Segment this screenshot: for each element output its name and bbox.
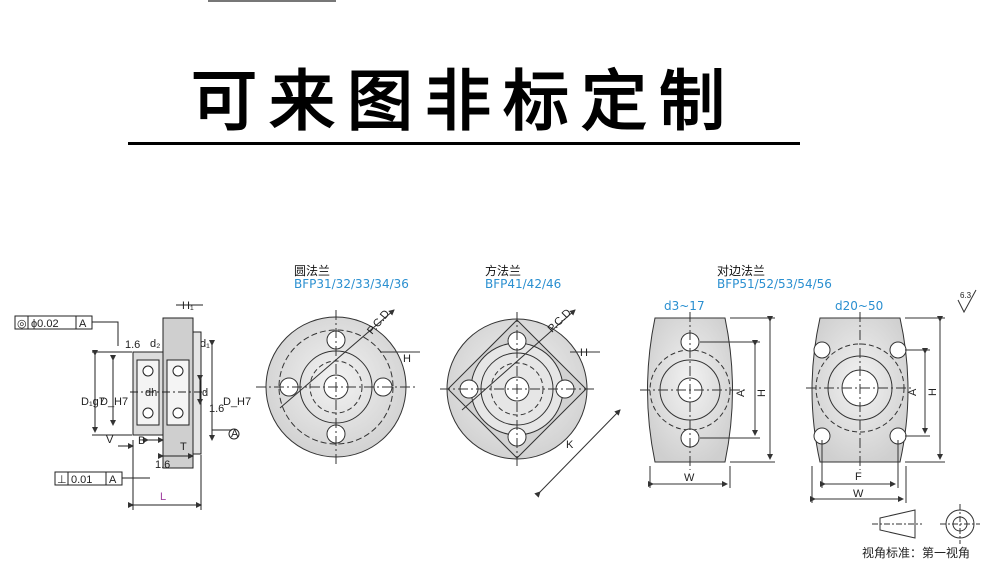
lbl-r1: 1.6 <box>125 339 140 351</box>
small-opposite-flange <box>640 312 775 488</box>
tol-bot-datum: A <box>109 474 117 486</box>
round-flange-title: 圆法兰 <box>294 264 331 278</box>
square-flange-title: 方法兰 <box>485 264 522 278</box>
roughness-symbol <box>957 289 977 314</box>
round-flange-view <box>256 309 420 465</box>
opposite-flange-title: 对边法兰 <box>717 264 766 278</box>
large-opposite-flange <box>806 312 945 503</box>
square-flange-view <box>440 309 621 498</box>
opposite-flange-models: BFP51/52/53/54/56 <box>717 277 832 291</box>
lbl-B: B <box>138 435 145 447</box>
square-k-label: K <box>566 439 574 451</box>
lbl-d: d <box>202 387 208 399</box>
large-range-label: d20~50 <box>835 299 884 313</box>
small-a-label: A <box>735 389 747 397</box>
lbl-L: L <box>160 491 166 503</box>
large-a-label: A <box>907 388 919 396</box>
lbl-d2: d₂ <box>150 338 160 350</box>
large-h-label: H <box>927 388 939 396</box>
lbl-datum-A: A <box>231 428 239 440</box>
round-flange-models: BFP31/32/33/34/36 <box>294 277 409 291</box>
top-edge-line <box>208 0 336 2</box>
small-w-label: W <box>684 472 695 484</box>
large-f-label: F <box>855 471 862 483</box>
side-view: ◎ ϕ0.02 A ⊥ 0.01 A <box>14 304 240 510</box>
banner: 可来图非标定制 <box>128 58 800 144</box>
tolerance-frame-bottom <box>54 471 150 486</box>
small-range-label: d3~17 <box>664 299 705 313</box>
square-pcd-label: P.C.D <box>546 307 574 335</box>
lbl-D1: D₁g7 <box>81 396 105 408</box>
lbl-d1: d₁ <box>200 338 210 350</box>
tol-bot-value: 0.01 <box>71 474 92 486</box>
tolerance-frame-top <box>14 315 119 346</box>
tol-top-symbol: ◎ <box>17 318 27 330</box>
lbl-r3: 1.6 <box>155 459 170 471</box>
tol-top-datum: A <box>79 318 87 330</box>
view-standard-caption: 视角标准：第一视角 <box>862 546 971 560</box>
round-h-label: H <box>403 353 411 365</box>
banner-title: 可来图非标定制 <box>191 62 737 140</box>
small-h-label: H <box>756 389 768 397</box>
lbl-V: V <box>106 434 114 446</box>
lbl-h1: H₁ <box>182 300 194 312</box>
square-h-label: H <box>580 347 588 359</box>
square-flange-models: BFP41/42/46 <box>485 277 562 291</box>
lbl-DH7: D_H7 <box>223 396 251 408</box>
large-w-label: W <box>853 488 864 500</box>
lbl-r2: 1.6 <box>209 403 224 415</box>
side-view-labels: H₁ d₂ d₁ D₁g7 D_H7 dh d D_H7 V B T L A 1… <box>81 300 251 503</box>
banner-underline <box>128 142 800 145</box>
tol-top-value: ϕ0.02 <box>31 318 59 330</box>
lbl-Dh: D_H7 <box>100 396 128 408</box>
lbl-dh: dh <box>145 387 157 399</box>
tol-bot-symbol: ⊥ <box>57 474 67 486</box>
lbl-T: T <box>180 441 187 453</box>
first-angle-projection-icon <box>872 504 980 544</box>
roughness-value: 6.3 <box>960 291 972 300</box>
